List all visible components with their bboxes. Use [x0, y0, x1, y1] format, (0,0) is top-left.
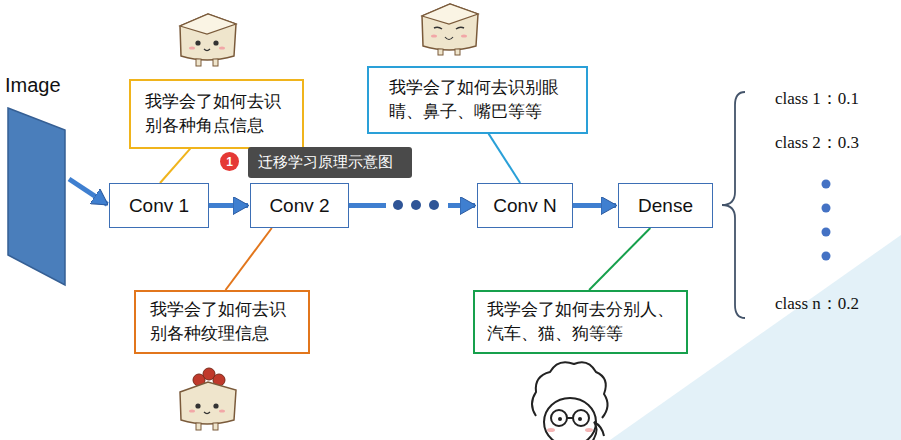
class-dot — [822, 252, 831, 261]
node-text: Dense — [638, 195, 693, 217]
flow-arrow — [209, 203, 248, 208]
leader-line — [160, 149, 190, 183]
image-shape — [5, 106, 69, 288]
node-text: 我学会了如何去分别人、汽车、猫、狗等等 — [487, 298, 674, 346]
tooltip-box: 迁移学习原理示意图 — [248, 147, 412, 178]
ellipsis-dot — [429, 200, 439, 210]
class-score: class 1：0.1 — [775, 87, 859, 110]
brace — [722, 92, 745, 318]
layer-box: Conv 2 — [250, 183, 349, 228]
leader-line — [226, 228, 272, 290]
tofu-mascot — [180, 368, 236, 430]
tofu-mascot — [422, 4, 478, 55]
leader-line — [589, 228, 650, 290]
callout-number: 1 — [220, 152, 239, 171]
class-dot — [822, 228, 831, 237]
node-text: Conv 1 — [129, 195, 189, 217]
callout-box: 我学会了如何去识别眼睛、鼻子、嘴巴等等 — [367, 66, 588, 134]
image-input: Image — [5, 70, 69, 288]
node-text: Image — [5, 74, 69, 97]
class-score: class n：0.2 — [775, 292, 859, 315]
image-plane — [8, 108, 65, 285]
node-text: Conv 2 — [269, 195, 329, 217]
node-text: 迁移学习原理示意图 — [258, 153, 402, 172]
class-score: class 2：0.3 — [775, 131, 859, 154]
layer-box: Dense — [618, 183, 713, 228]
thinking-person — [532, 362, 608, 440]
node-text: 我学会了如何去识别各种角点信息 — [145, 90, 288, 138]
node-text: Conv N — [493, 195, 556, 217]
class-dot — [822, 204, 831, 213]
layer-box: Conv N — [477, 183, 573, 228]
class-dot — [822, 180, 831, 189]
node-text: 1 — [226, 155, 233, 169]
flow-arrow — [573, 203, 616, 208]
node-text: 我学会了如何去识别眼睛、鼻子、嘴巴等等 — [389, 76, 566, 124]
node-text: 我学会了如何去识别各种纹理信息 — [150, 298, 294, 346]
tofu-mascot — [180, 14, 236, 66]
callout-box: 我学会了如何去分别人、汽车、猫、狗等等 — [473, 290, 688, 354]
leader-line — [489, 134, 521, 183]
ellipsis-dot — [411, 200, 421, 210]
flow-arrow — [69, 179, 107, 204]
layer-box: Conv 1 — [109, 183, 209, 228]
callout-box: 我学会了如何去识别各种纹理信息 — [134, 290, 310, 354]
callout-box: 我学会了如何去识别各种角点信息 — [129, 79, 304, 149]
ellipsis-dot — [393, 200, 403, 210]
